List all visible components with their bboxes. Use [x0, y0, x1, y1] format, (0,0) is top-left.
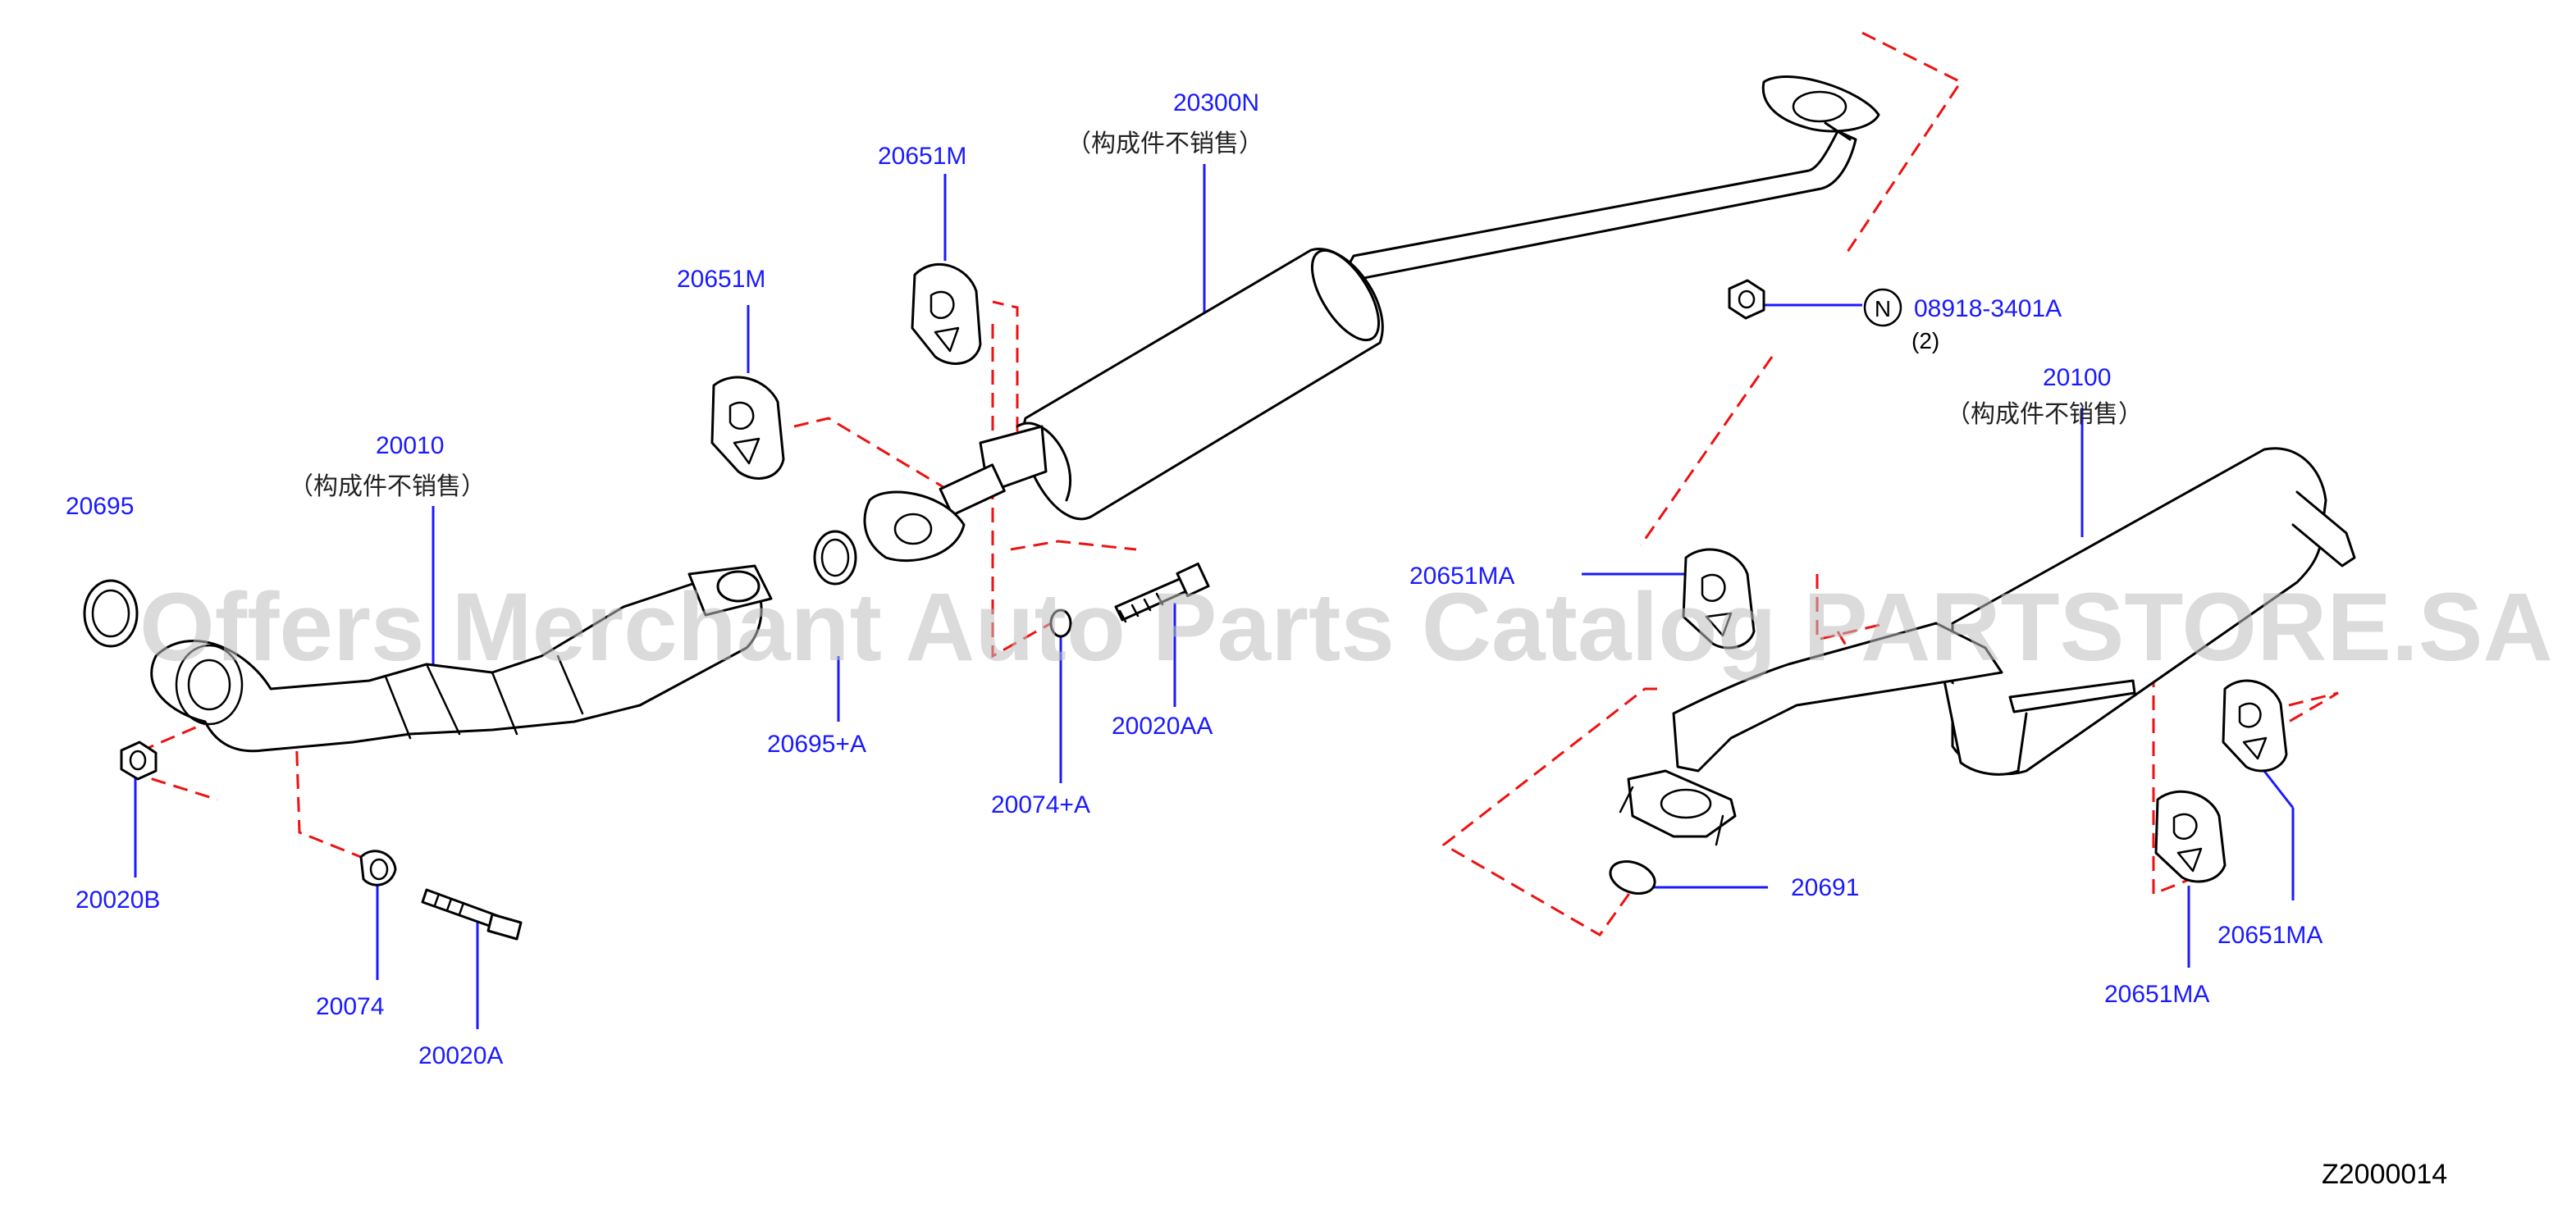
- insulator-20651MA-left: [1682, 548, 1756, 650]
- bolt-20020AA: [1114, 562, 1210, 623]
- label-20300N: 20300N: [1173, 89, 1259, 116]
- gasket-20074: [359, 850, 397, 887]
- label-20020AA: 20020AA: [1112, 713, 1213, 740]
- note-20300N: （构成件不销售）: [1066, 130, 1263, 158]
- label-08918-qty: (2): [1911, 328, 1939, 353]
- label-20074: 20074: [316, 993, 384, 1020]
- label-20651MA-right: 20651MA: [2217, 922, 2323, 949]
- label-20651MA-left: 20651MA: [1409, 563, 1514, 590]
- label-20010: 20010: [376, 432, 444, 459]
- label-20074A: 20074+A: [991, 791, 1090, 818]
- note-20100: （构成件不销售）: [1946, 400, 2143, 429]
- stud-20020A: [421, 888, 523, 941]
- gasket-20691: [1609, 860, 1656, 895]
- label-20691: 20691: [1791, 874, 1859, 901]
- nut-08918-3401A: [1728, 279, 1765, 320]
- insulator-20651M-left: [710, 376, 785, 480]
- note-20010: （构成件不销售）: [289, 472, 486, 501]
- label-08918-3401A: 08918-3401A: [1914, 295, 2062, 322]
- leader-lines: [134, 164, 2295, 1029]
- insulator-20651MA-bottom: [2154, 790, 2227, 883]
- label-20695: 20695: [66, 493, 134, 520]
- label-20695A: 20695+A: [767, 731, 866, 758]
- label-20651M-top: 20651M: [878, 143, 966, 170]
- watermark-text: Offers Merchant Auto Parts Catalog PARTS…: [139, 573, 2553, 681]
- label-20020A: 20020A: [418, 1042, 503, 1069]
- label-20651MA-bottom: 20651MA: [2104, 981, 2209, 1008]
- gasket-20695A: [813, 530, 857, 586]
- rear-muffler-20100: [1619, 447, 2356, 846]
- label-20100: 20100: [2043, 364, 2111, 391]
- center-muffler-20300N: [863, 75, 1880, 563]
- n-badge-icon: N: [1863, 288, 1902, 327]
- label-20020B: 20020B: [75, 887, 160, 914]
- insulator-20651MA-right: [2222, 679, 2288, 773]
- front-tube-catalyst-20010: [150, 564, 773, 753]
- nut-20020B: [120, 741, 158, 781]
- gasket-20074A: [1049, 608, 1072, 638]
- part-labels: 20300N （构成件不销售） 20651M 20651M 20010 （构成件…: [66, 89, 2323, 1069]
- n-badge-label: N: [1875, 296, 1891, 321]
- label-20651M-left: 20651M: [677, 266, 765, 293]
- insulator-20651M-top: [911, 262, 982, 365]
- gasket-20695: [83, 579, 139, 648]
- drawing-code: Z2000014: [2322, 1159, 2447, 1190]
